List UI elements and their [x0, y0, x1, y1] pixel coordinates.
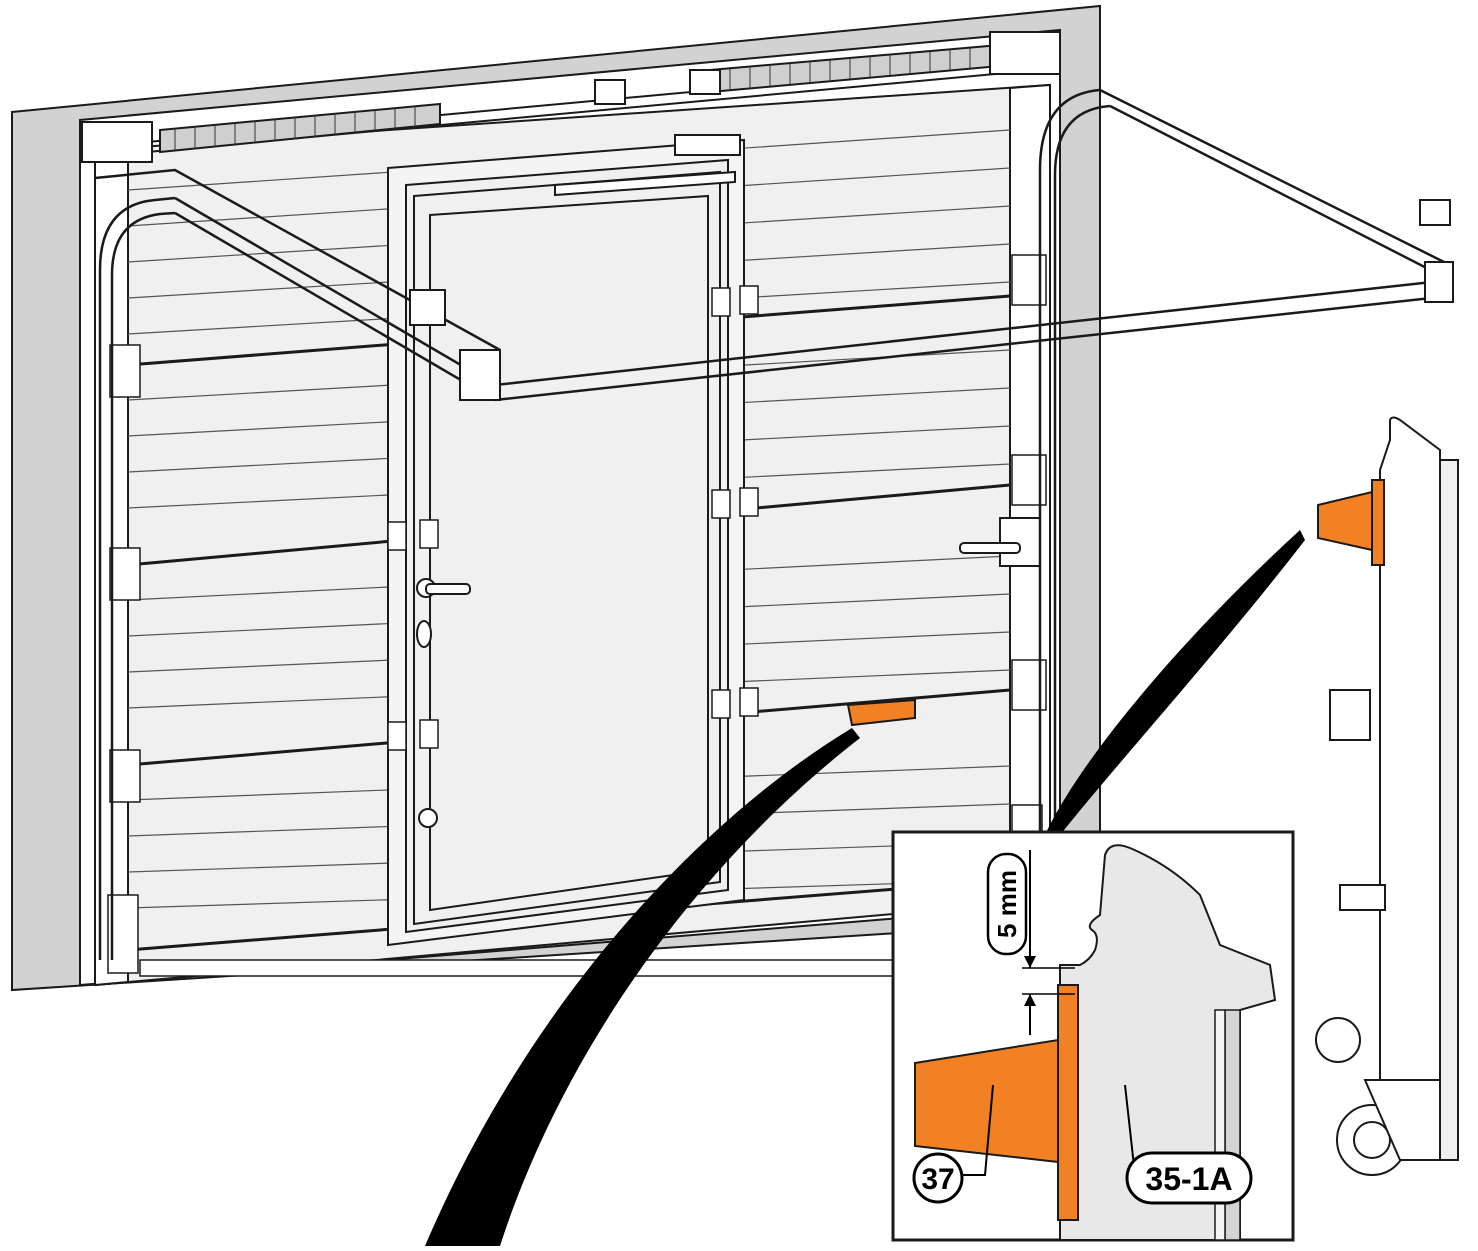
dimension-label: 5 mm [992, 870, 1022, 938]
torsion-spring-left [159, 102, 441, 154]
side-latch [959, 517, 1041, 567]
drum-brackets [81, 31, 1061, 163]
track-ends [409, 199, 1454, 401]
spring-coils-left [174, 106, 416, 151]
bottom-brackets [107, 894, 1011, 977]
side-profile-view [1315, 416, 1459, 1176]
orange-bracket-on-door [846, 698, 916, 727]
callout-swoosh-large [425, 728, 860, 1246]
callout-swoosh-right [1045, 530, 1305, 835]
side-hinges [109, 254, 1047, 836]
door-closer [554, 134, 741, 197]
part-35-1a-label: 35-1A [1145, 1161, 1232, 1197]
door-handle [416, 578, 471, 828]
spring-coils-right [729, 48, 971, 90]
wicket-door [387, 138, 745, 947]
wicket-hinges [387, 285, 759, 751]
tracks [94, 88, 1451, 960]
part-37-label: 37 [921, 1163, 954, 1196]
detail-inset [891, 830, 1295, 1242]
